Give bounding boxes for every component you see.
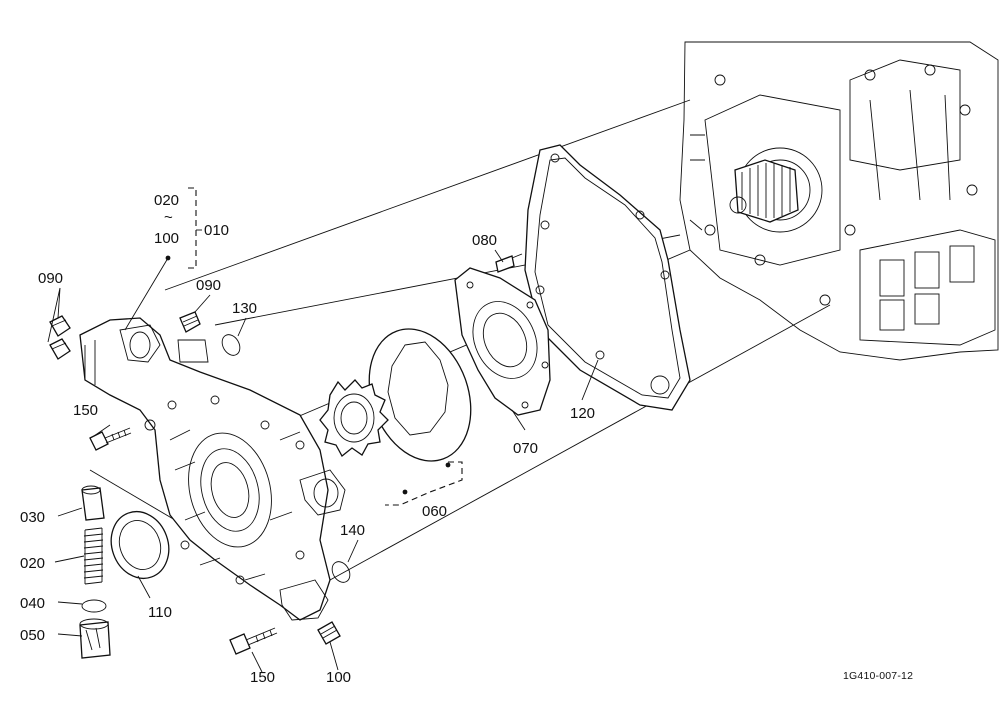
label-070: 070 [513, 440, 538, 457]
label-110: 110 [148, 604, 172, 621]
label-150-bottom: 150 [250, 669, 275, 686]
plug-090-mid [179, 311, 201, 333]
bolt-150-bottom [229, 627, 278, 655]
label-tilde: ~ [164, 209, 173, 226]
engine-block [679, 41, 999, 361]
bracket-060 [385, 461, 463, 506]
gasket-120 [524, 144, 691, 411]
label-090-left: 090 [38, 270, 63, 287]
plug-100-bottom [317, 621, 341, 645]
crankshaft-gear-icon [729, 159, 799, 223]
label-040: 040 [20, 595, 45, 612]
part-labels: 020 ~ 100 010 090 090 130 080 150 030 02… [20, 192, 913, 686]
label-100-bottom: 100 [326, 669, 351, 686]
relief-valve-030 [81, 485, 105, 521]
label-140: 140 [340, 522, 365, 539]
leader-dot [445, 462, 451, 468]
washer-040 [81, 599, 107, 613]
pump-cover-070 [454, 267, 551, 416]
o-ring-140 [331, 561, 351, 583]
oil-pump-body-010 [79, 317, 346, 621]
label-050: 050 [20, 627, 45, 644]
label-020: 020 [20, 555, 45, 572]
label-130: 130 [232, 300, 257, 317]
oil-seal-110 [110, 510, 170, 580]
leader-lines [47, 249, 599, 673]
label-030: 030 [20, 509, 45, 526]
inner-rotor-gear-icon [319, 379, 389, 457]
o-ring-130 [221, 334, 241, 356]
label-100-top: 100 [154, 230, 179, 247]
label-150-left: 150 [73, 402, 98, 419]
leader-dot [402, 489, 408, 495]
label-080: 080 [472, 232, 497, 249]
plug-090-left [49, 315, 71, 360]
bolt-150-left [89, 427, 132, 451]
label-060: 060 [422, 503, 447, 520]
label-020-top: 020 [154, 192, 179, 209]
label-120: 120 [570, 405, 595, 422]
plug-050 [79, 618, 111, 659]
bracket-010 [188, 187, 197, 269]
label-010: 010 [204, 222, 229, 239]
screw-080 [495, 253, 523, 273]
label-090-mid: 090 [196, 277, 221, 294]
spring-020 [83, 527, 104, 585]
drawing-code: 1G410-007-12 [843, 670, 913, 682]
